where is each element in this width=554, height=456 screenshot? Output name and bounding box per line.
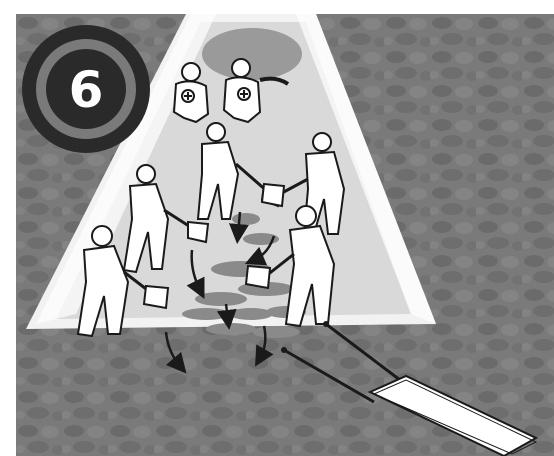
step-number: 6: [69, 61, 104, 119]
rescue-illustration: 6: [16, 14, 554, 456]
shovel: [144, 286, 168, 308]
shovel: [262, 184, 284, 206]
shovel: [188, 222, 208, 242]
step-badge: 6: [22, 25, 150, 153]
shovel: [246, 266, 270, 288]
rescue-scene: 6: [16, 14, 554, 456]
